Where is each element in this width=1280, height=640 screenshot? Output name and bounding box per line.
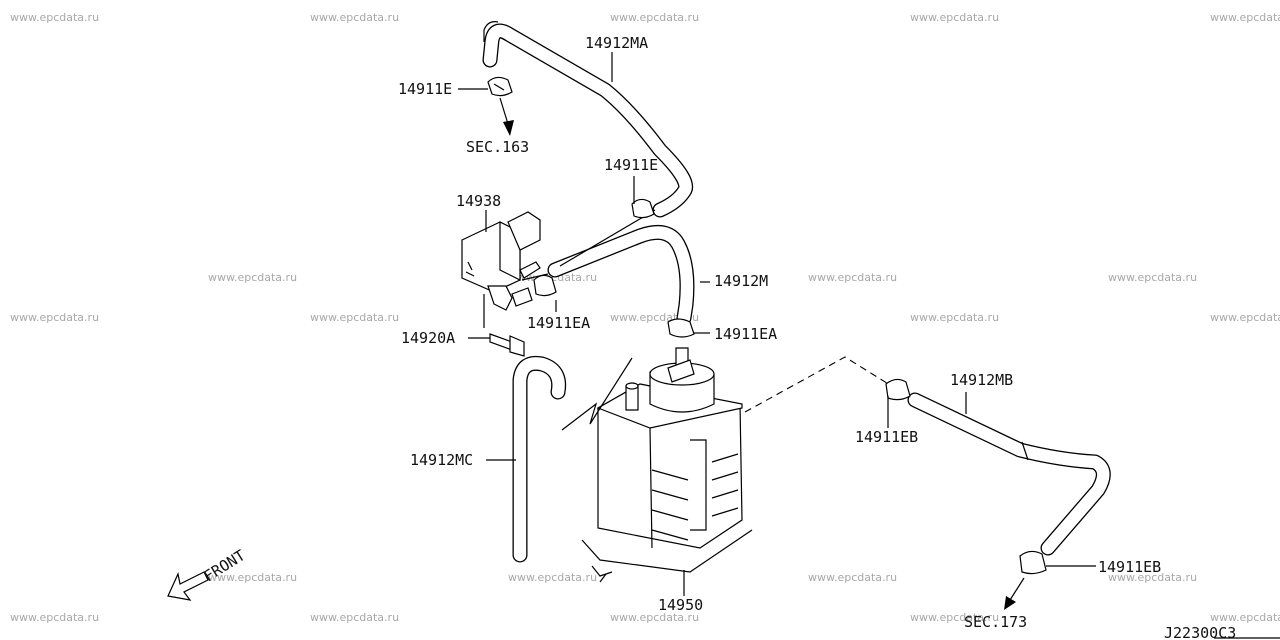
watermark: www.epcdata.ru [310, 11, 399, 24]
label-14912mb: 14912MB [950, 371, 1013, 389]
label-14950: 14950 [658, 596, 703, 614]
label-14911e-top: 14911E [398, 80, 452, 98]
label-sec-173[interactable]: SEC.173 [964, 613, 1027, 631]
watermark: www.epcdata.ru [10, 611, 99, 624]
watermark: www.epcdata.ru [1210, 611, 1280, 624]
watermark: www.epcdata.ru [910, 11, 999, 24]
label-14920a: 14920A [401, 329, 455, 347]
diagram-code: J22300C3 [1164, 624, 1236, 640]
clamp-14911eb-top[interactable] [885, 378, 911, 401]
hose-14912ma[interactable] [482, 21, 694, 218]
watermark: www.epcdata.ru [310, 311, 399, 324]
bolt-14920a[interactable] [468, 333, 525, 357]
label-14911ea-right: 14911EA [714, 325, 777, 343]
watermark: www.epcdata.ru [208, 271, 297, 284]
watermark: www.epcdata.ru [1108, 271, 1197, 284]
dashed-connection-line [744, 356, 891, 413]
watermark: www.epcdata.ru [310, 611, 399, 624]
label-14912m: 14912M [714, 272, 768, 290]
label-sec-163[interactable]: SEC.163 [466, 138, 529, 156]
front-arrow-icon [167, 571, 209, 601]
arrow-to-sec-173 [1004, 577, 1025, 610]
watermark: www.epcdata.ru [10, 11, 99, 24]
watermark: www.epcdata.ru [808, 271, 897, 284]
watermark: www.epcdata.ru [1210, 311, 1280, 324]
label-14911eb-bottom: 14911EB [1098, 558, 1161, 576]
watermark: www.epcdata.ru [508, 571, 597, 584]
watermark: www.epcdata.ru [910, 311, 999, 324]
clamp-14911eb-bottom[interactable] [1019, 550, 1047, 575]
watermark: www.epcdata.ru [1108, 571, 1197, 584]
leader-lines [458, 52, 1280, 639]
clamp-14911e-top[interactable] [487, 76, 513, 97]
watermark: www.epcdata.ru [910, 611, 999, 624]
watermark: www.epcdata.ru [208, 571, 297, 584]
watermark: www.epcdata.ru [610, 11, 699, 24]
label-14912mc: 14912MC [410, 451, 473, 469]
watermark-layer: www.epcdata.ru www.epcdata.ru www.epcdat… [10, 11, 1280, 624]
hose-14912m[interactable] [521, 209, 695, 326]
hose-14912mc[interactable] [512, 355, 567, 563]
clamp-14911ea-left[interactable] [533, 274, 557, 297]
valve-14938[interactable] [461, 211, 541, 311]
watermark: www.epcdata.ru [1210, 11, 1280, 24]
watermark: www.epcdata.ru [808, 571, 897, 584]
watermark: www.epcdata.ru [10, 311, 99, 324]
clamp-14911ea-right[interactable] [667, 318, 695, 338]
label-14911ea-left: 14911EA [527, 314, 590, 332]
arrow-to-sec-163 [499, 97, 514, 136]
label-14912ma: 14912MA [585, 34, 648, 52]
label-14911e-mid: 14911E [604, 156, 658, 174]
label-14938: 14938 [456, 192, 501, 210]
watermark: www.epcdata.ru [610, 611, 699, 624]
hose-14912mb[interactable] [907, 392, 1111, 556]
clamp-14911e-mid[interactable] [631, 198, 655, 219]
label-14911eb-top: 14911EB [855, 428, 918, 446]
canister-14950[interactable] [561, 347, 753, 583]
